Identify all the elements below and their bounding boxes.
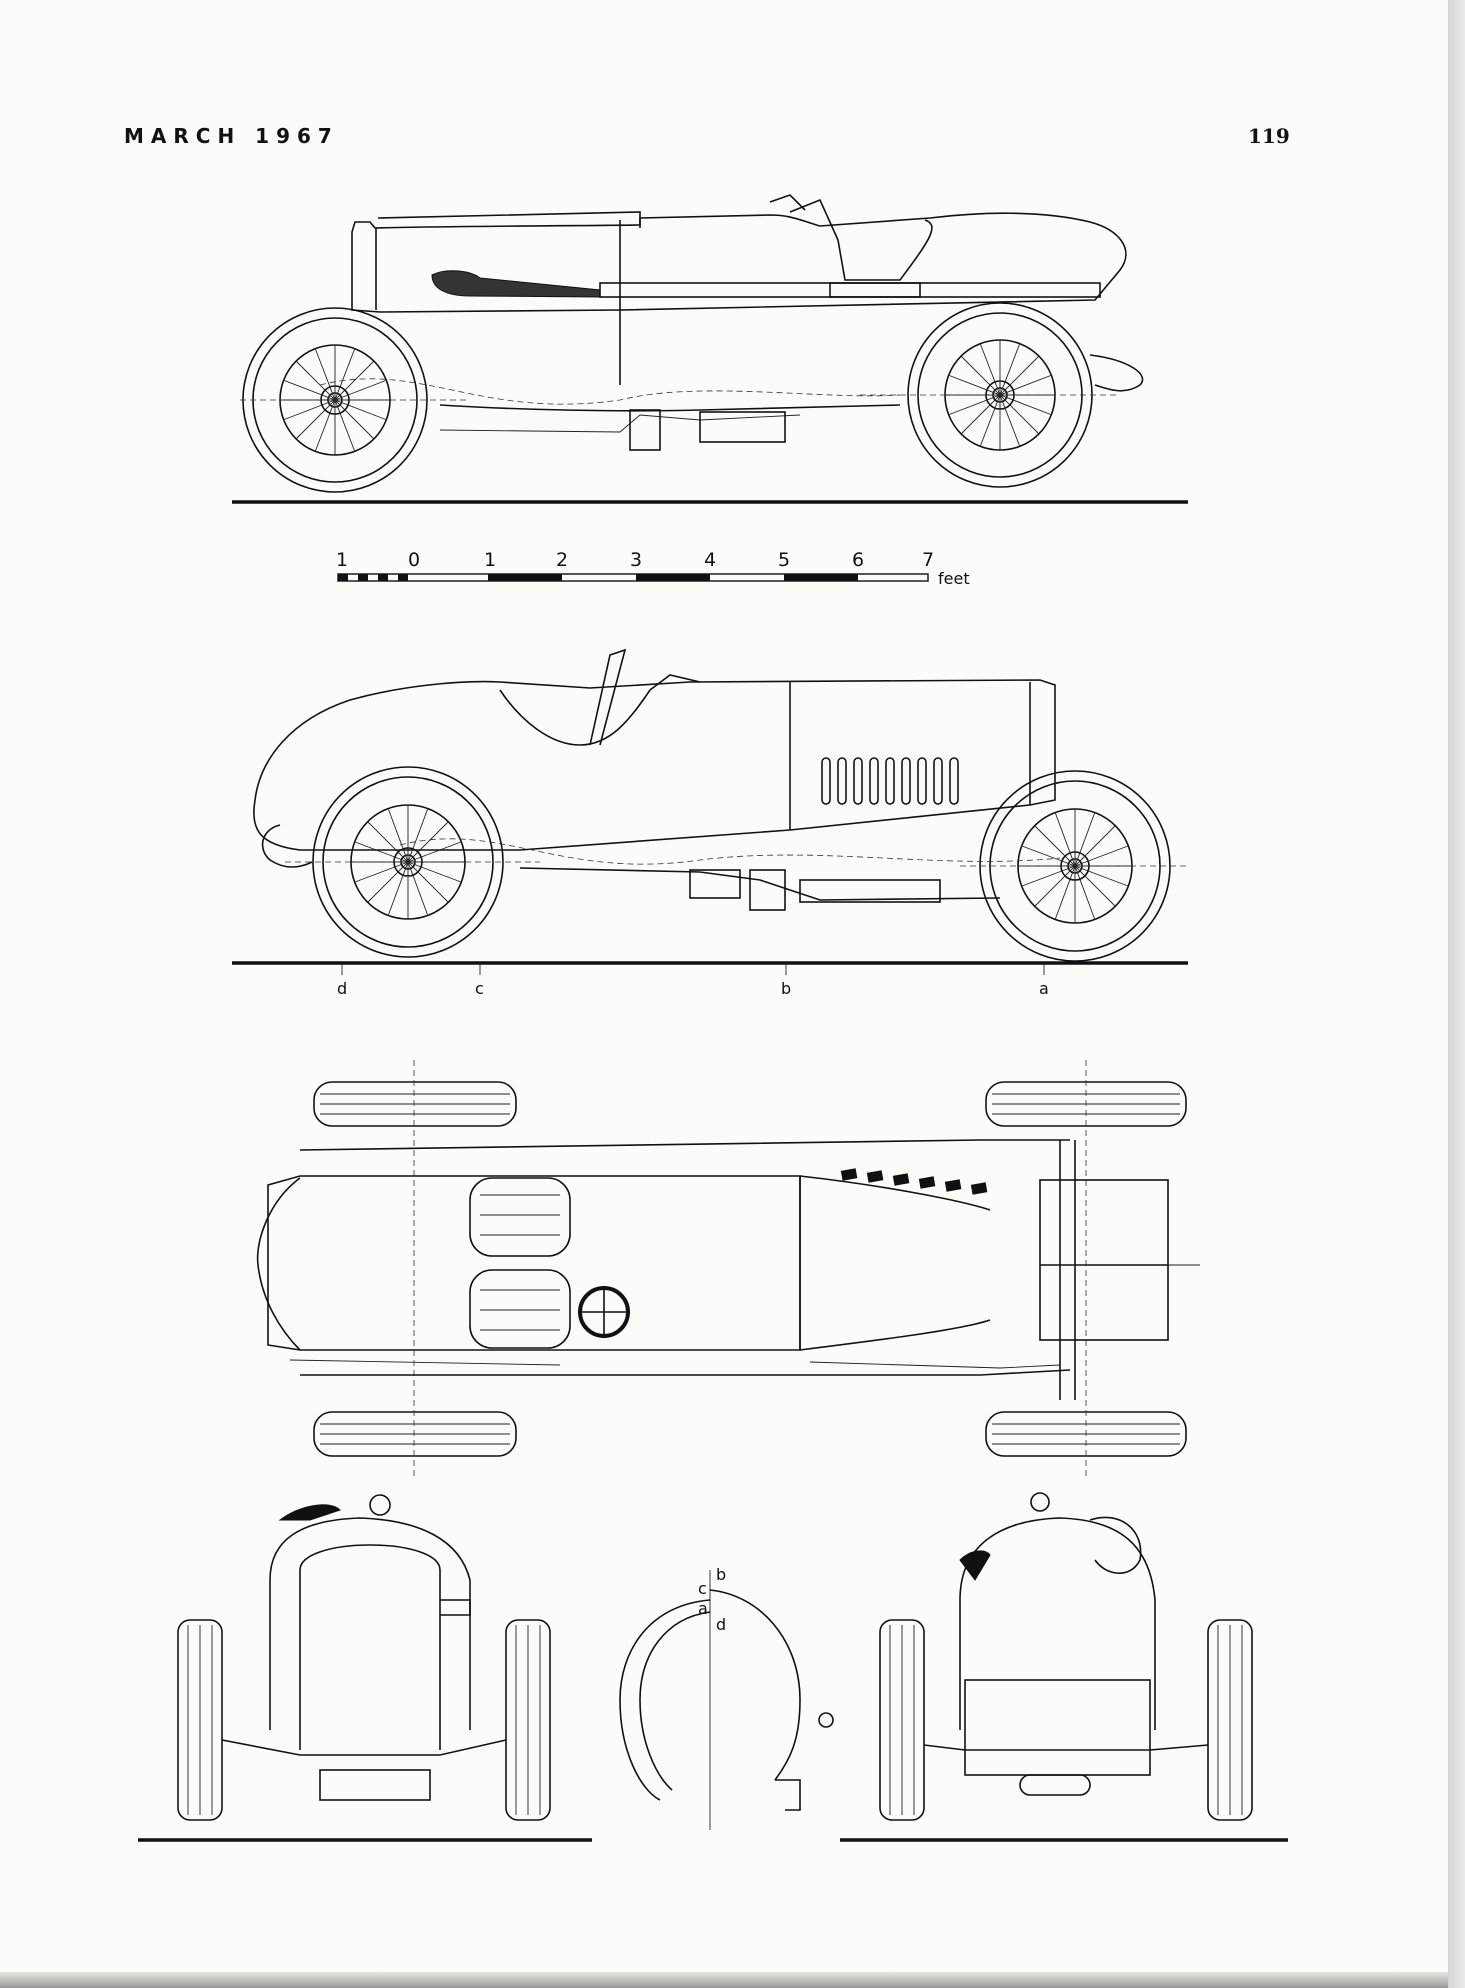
scale-bar: 1 0 1 2 3 4 5 6 7 feet xyxy=(336,549,970,588)
side-elevation-view xyxy=(232,194,1188,504)
scale-tick-label: 7 xyxy=(922,549,934,571)
scale-tick-label: 0 xyxy=(408,549,420,571)
section-marker-label: d xyxy=(716,1615,726,1634)
scale-tick-label: 5 xyxy=(778,549,790,571)
scale-tick-label: 3 xyxy=(630,549,642,571)
section-marker-label: b xyxy=(781,979,791,998)
section-marker-label: a xyxy=(698,1599,708,1618)
section-marker-label: d xyxy=(337,979,347,998)
section-marker-label: b xyxy=(716,1565,726,1584)
scale-unit-label: feet xyxy=(938,569,970,588)
section-marker-label: c xyxy=(698,1579,707,1598)
rear-elevation-view xyxy=(840,1492,1288,1842)
section-marker-label: a xyxy=(1039,979,1049,998)
side-elevation-view-reverse: d c b a xyxy=(232,648,1190,998)
plan-view xyxy=(256,1060,1200,1480)
scale-tick-label: 2 xyxy=(556,549,568,571)
section-marker-label: c xyxy=(475,979,484,998)
scale-tick-label: 1 xyxy=(336,549,348,571)
body-sections-view: c b a d xyxy=(619,1565,834,1830)
scale-tick-label: 4 xyxy=(704,549,716,571)
scale-tick-label: 1 xyxy=(484,549,496,571)
scale-tick-label: 6 xyxy=(852,549,864,571)
scale-bar-ticks: 1 0 1 2 3 4 5 6 7 xyxy=(336,549,934,571)
header-month: MARCH 1967 xyxy=(124,124,339,148)
page-spine xyxy=(1450,0,1465,1988)
page-bottom-edge xyxy=(0,1972,1448,1988)
front-elevation-view xyxy=(138,1494,592,1842)
page-number: 119 xyxy=(1248,124,1290,148)
